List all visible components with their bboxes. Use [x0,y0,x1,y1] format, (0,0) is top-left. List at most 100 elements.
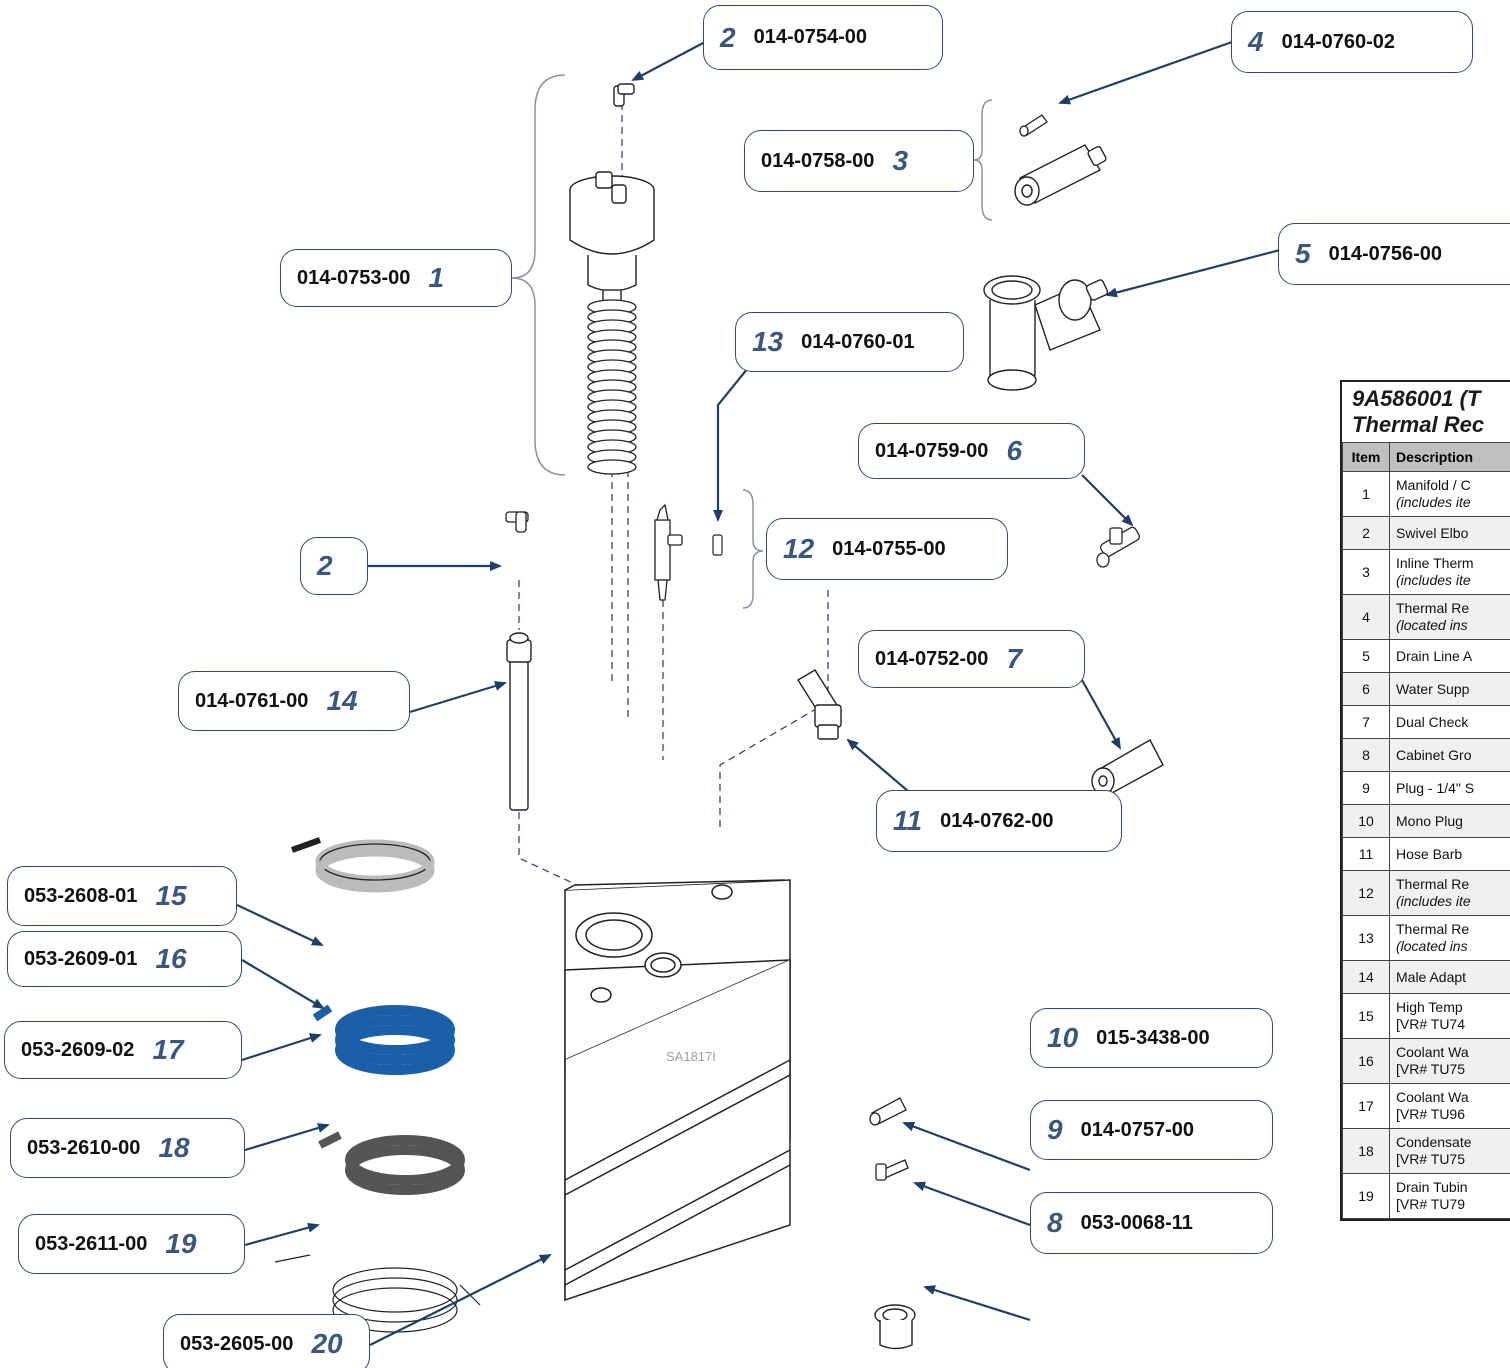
callout-part-number: 014-0760-01 [801,330,915,353]
callout-part-number: 015-3438-00 [1096,1026,1210,1049]
callout-item-9: 9 014-0757-00 [1030,1100,1273,1160]
row-description: Manifold / C(includes ite [1389,471,1510,517]
hose-barb [797,669,842,740]
row-description-note: (includes ite [1396,494,1471,510]
callout-number: 5 [1295,238,1311,269]
row-description-text: Inline Therm [1396,555,1474,571]
row-description-note: (located ins [1396,617,1468,633]
row-description-text: Dual Check [1396,713,1469,730]
callout-number: 2 [720,21,736,53]
row-description-text: Swivel Elbo [1396,524,1469,541]
row-description-vr: [VR# TU74 [1396,1016,1465,1032]
row-description-text: Drain Tubin [1396,1179,1468,1195]
row-item-number: 19 [1342,1173,1390,1219]
table-row: 5 Drain Line A [1342,639,1510,673]
row-description-text: Coolant Wa [1396,1089,1469,1105]
cabinet-grommet [874,1304,916,1350]
callout-item-10: 10 015-3438-00 [1030,1008,1273,1068]
row-description-text: Thermal Re [1396,921,1470,937]
row-item-number: 8 [1342,738,1390,772]
row-description-note: (located ins [1396,938,1468,954]
thermal-relief-insert [712,534,723,556]
drain-line-adapter [983,275,1109,391]
assembly-dash-lines [518,103,829,906]
mono-plug [869,1097,907,1126]
row-item-number: 1 [1342,471,1390,517]
row-item-number: 17 [1342,1083,1390,1129]
row-description-text: Male Adapt [1396,968,1467,985]
callout-number: 15 [155,880,187,911]
callout-part-number: 053-2611-00 [35,1232,148,1255]
callout-part-number: 014-0756-00 [1328,242,1443,265]
row-description-text: Mono Plug [1396,812,1463,829]
callout-number: 6 [1006,435,1023,466]
plug-quarter-inch [875,1159,909,1181]
callout-number: 8 [1047,1207,1063,1238]
callout-part-number: 053-0068-11 [1080,1211,1193,1234]
callout-item-8: 8 053-0068-11 [1030,1192,1273,1254]
row-description-text: Drain Line A [1396,647,1473,664]
callout-number: 18 [158,1132,190,1163]
callout-number: 16 [155,943,187,974]
row-item-number: 5 [1342,639,1390,673]
callout-part-number: 053-2610-00 [27,1136,141,1159]
callout-number: 12 [783,533,815,564]
header-item: Item [1342,442,1390,472]
row-item-number: 9 [1342,771,1390,805]
row-description: Coolant Wa[VR# TU75 [1389,1038,1510,1084]
row-item-number: 3 [1342,549,1390,595]
row-description: Swivel Elbo [1389,516,1510,550]
row-description: Thermal Re(located ins [1389,594,1510,640]
callout-part-number: 014-0755-00 [832,537,946,560]
callout-number: 14 [326,685,358,716]
tubing-coil-18 [318,1131,465,1195]
row-description: Male Adapt [1389,960,1510,994]
male-adapter-tube [506,632,532,811]
callout-item-3: 014-0758-00 3 [744,130,974,192]
row-description: Thermal Re(includes ite [1389,870,1510,916]
row-description-text: Plug - 1/4" S [1396,779,1475,796]
callout-item-15: 053-2608-01 15 [7,866,237,926]
row-description-text: Manifold / C [1396,477,1471,493]
row-description: Water Supp [1389,672,1510,706]
callout-part-number: 053-2605-00 [180,1332,294,1355]
callout-item-2-left: 2 [300,537,368,595]
callout-item-7: 014-0752-00 7 [858,630,1085,688]
callout-item-14: 014-0761-00 14 [178,671,410,731]
callout-item-11: 11 014-0762-00 [876,790,1122,852]
callout-part-number: 014-0762-00 [940,809,1054,832]
callout-part-number: 014-0760-02 [1281,30,1396,53]
row-item-number: 15 [1342,993,1390,1039]
callout-part-number: 014-0757-00 [1080,1118,1195,1141]
table-row: 15 High Temp[VR# TU74 [1342,993,1510,1039]
row-description-note: (includes ite [1396,893,1471,909]
callout-number: 13 [752,326,784,357]
callout-item-16: 053-2609-01 16 [7,931,242,987]
row-item-number: 18 [1342,1128,1390,1174]
table-header-row: Item Description [1342,442,1510,472]
callout-number: 2 [317,550,333,581]
callout-number: 1 [428,262,445,293]
row-item-number: 11 [1342,837,1390,871]
row-description: Plug - 1/4" S [1389,771,1510,805]
row-description-vr: [VR# TU75 [1396,1061,1465,1077]
tubing-coil-16-17 [312,1004,455,1075]
callout-item-20: 053-2605-00 20 [163,1314,370,1368]
table-row: 9 Plug - 1/4" S [1342,771,1510,805]
row-description-text: High Temp [1396,999,1463,1015]
callout-part-number: 053-2609-02 [21,1038,135,1061]
thermal-relief-valve [654,503,683,601]
callout-item-1: 014-0753-00 1 [280,249,512,307]
row-description-text: Thermal Re [1396,876,1470,892]
water-supply-valve [1096,526,1141,568]
